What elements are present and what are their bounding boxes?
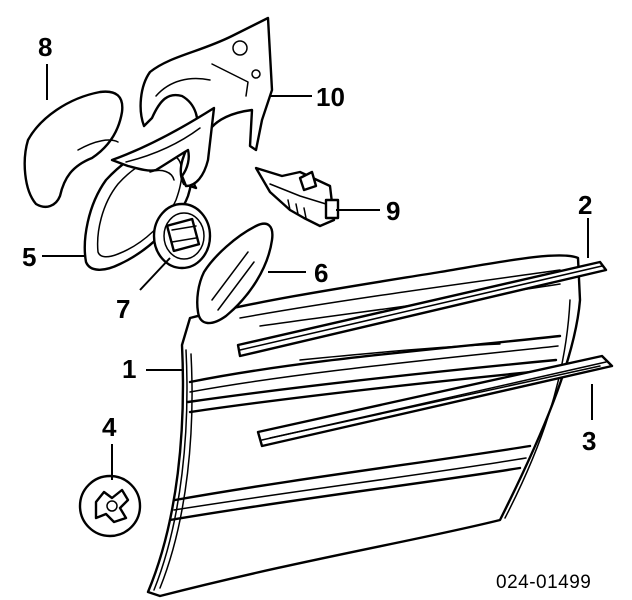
- callout-1: 1: [122, 354, 136, 384]
- callout-9: 9: [386, 196, 400, 226]
- callout-3: 3: [582, 426, 596, 456]
- callout-10: 10: [316, 82, 345, 112]
- clip-fastener: [78, 474, 142, 538]
- door-shell: [146, 254, 582, 598]
- mirror-cover: [23, 90, 124, 208]
- leader-lines: [42, 64, 593, 480]
- callout-6: 6: [314, 258, 328, 288]
- callout-8: 8: [38, 32, 52, 62]
- upper-moulding: [236, 260, 608, 358]
- mirror-bracket: [110, 106, 216, 188]
- callout-4: 4: [102, 412, 117, 442]
- callout-2: 2: [578, 190, 592, 220]
- side-moulding: [256, 354, 614, 448]
- callout-7: 7: [116, 294, 130, 324]
- callout-5: 5: [22, 242, 36, 272]
- mirror-glass: [196, 222, 274, 325]
- mirror-switch: [254, 166, 340, 228]
- diagram-part-code: 024-01499: [496, 572, 591, 593]
- mirror-motor: [152, 202, 212, 270]
